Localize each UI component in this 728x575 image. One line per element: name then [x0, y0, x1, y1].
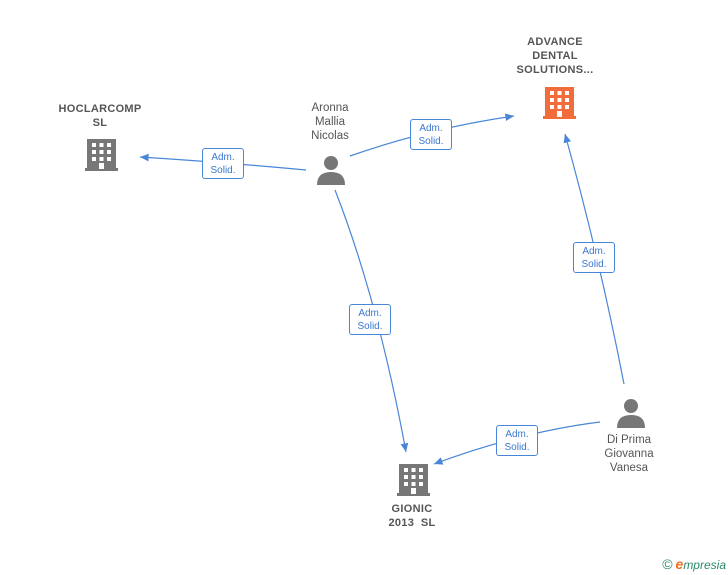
- label-line: Giovanna: [604, 448, 654, 460]
- edge-label-line: Adm.: [582, 246, 606, 257]
- edge-label-line: Solid.: [357, 321, 383, 332]
- brand-initial: e: [675, 556, 684, 572]
- label-line: HOCLARCOMP: [58, 103, 142, 115]
- label-line: ADVANCE: [527, 36, 583, 48]
- label-line: Nicolas: [311, 130, 349, 142]
- edge-label-line: Solid.: [581, 259, 607, 270]
- building-icon[interactable]: [397, 461, 430, 497]
- edge-label-aronna-advance[interactable]: Adm. Solid.: [410, 119, 452, 150]
- edge-label-line: Adm.: [211, 152, 235, 163]
- edge-label-diprima-advance[interactable]: Adm. Solid.: [573, 242, 615, 273]
- edge-label-aronna-gionic[interactable]: Adm. Solid.: [349, 304, 391, 335]
- building-icon[interactable]: [543, 84, 576, 120]
- person-icon[interactable]: [616, 398, 646, 428]
- edge-label-line: Solid.: [504, 442, 530, 453]
- label-line: 2013 SL: [388, 517, 436, 529]
- node-label-aronna[interactable]: Aronna Mallia Nicolas: [290, 101, 370, 143]
- brand-logo: empresia: [676, 556, 726, 572]
- building-icon[interactable]: [85, 136, 118, 172]
- person-icon[interactable]: [316, 155, 346, 185]
- edge-label-line: Adm.: [419, 123, 443, 134]
- label-line: Mallia: [314, 116, 346, 128]
- node-label-advance[interactable]: ADVANCE DENTAL SOLUTIONS...: [505, 35, 605, 77]
- label-line: SOLUTIONS...: [516, 64, 594, 76]
- edge-label-aronna-hoclarcomp[interactable]: Adm. Solid.: [202, 148, 244, 179]
- label-line: Aronna: [311, 102, 349, 114]
- edge-label-line: Solid.: [210, 165, 236, 176]
- edge-label-line: Adm.: [505, 429, 529, 440]
- node-label-diprima[interactable]: Di Prima Giovanna Vanesa: [589, 433, 669, 475]
- label-line: SL: [92, 117, 108, 129]
- label-line: GIONIC: [391, 503, 433, 515]
- edge-label-diprima-gionic[interactable]: Adm. Solid.: [496, 425, 538, 456]
- node-label-hoclarcomp[interactable]: HOCLARCOMP SL: [50, 102, 150, 130]
- brand-rest: mpresia: [683, 558, 726, 572]
- label-line: Di Prima: [606, 434, 652, 446]
- edge-label-line: Solid.: [418, 136, 444, 147]
- footer-brand[interactable]: © empresia: [662, 556, 726, 572]
- copyright-symbol: ©: [662, 556, 673, 572]
- label-line: Vanesa: [609, 462, 649, 474]
- label-line: DENTAL: [532, 50, 578, 62]
- node-label-gionic[interactable]: GIONIC 2013 SL: [362, 502, 462, 530]
- edge-label-line: Adm.: [358, 308, 382, 319]
